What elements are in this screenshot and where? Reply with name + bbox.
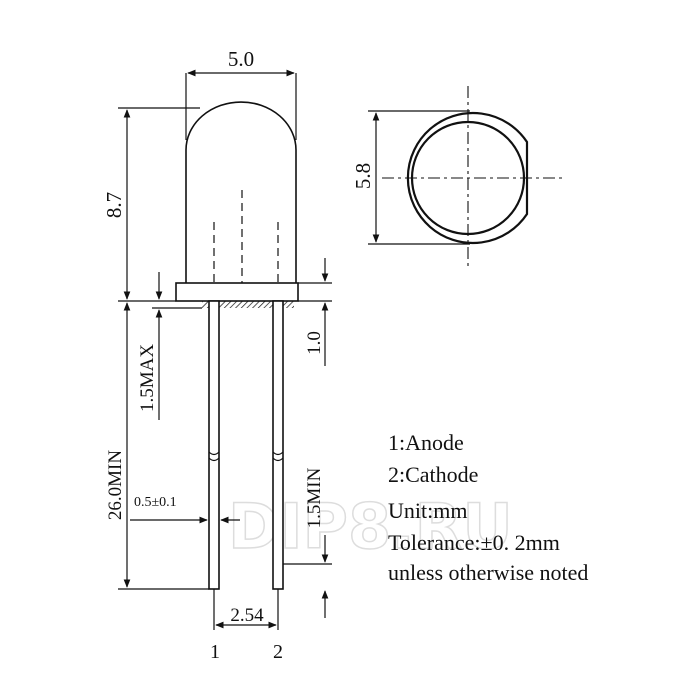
- led-flange: [175, 282, 299, 302]
- notes: 1:Anode 2:Cathode Unit:mm Tolerance:±0. …: [388, 430, 588, 585]
- dim-body-width: 5.0: [228, 47, 254, 71]
- pin-2-label: 2: [273, 641, 283, 663]
- dim-lead-width: 0.5±0.1: [134, 495, 177, 510]
- note-tolerance: Tolerance:±0. 2mm: [388, 530, 560, 555]
- dim-flange-diameter: 5.8: [351, 163, 375, 189]
- lead-1: [208, 300, 220, 590]
- led-dome-body: [185, 101, 297, 283]
- note-unless: unless otherwise noted: [388, 560, 588, 585]
- dim-lead-spacing: 2.54: [230, 605, 264, 626]
- led-top-view: [382, 86, 562, 270]
- lead-2: [272, 300, 284, 590]
- top-dimensions: [368, 110, 470, 245]
- dim-flange-height: 1.0: [304, 331, 325, 355]
- dim-body-height: 8.7: [102, 192, 126, 218]
- dim-lead-length-min: 26.0MIN: [105, 450, 126, 520]
- top-view-flange-outline: [406, 111, 529, 245]
- pin-1-label: 1: [210, 641, 220, 663]
- internal-dashed-lines: [213, 190, 279, 283]
- lead-seal-hatch: [202, 301, 294, 308]
- side-dimensions: [118, 69, 332, 630]
- dim-lead-offset-min: 1.5MIN: [304, 467, 325, 528]
- note-unit: Unit:mm: [388, 498, 467, 523]
- dim-lead-bend-max: 1.5MAX: [137, 344, 158, 412]
- note-anode: 1:Anode: [388, 430, 464, 455]
- note-cathode: 2:Cathode: [388, 462, 478, 487]
